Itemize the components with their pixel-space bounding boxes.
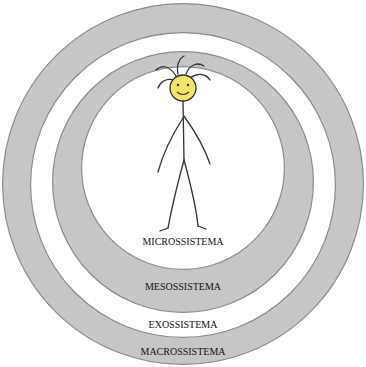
system-band: MACROSSISTEMA EXOSSISTEMA MESOSSISTEMA MICR… (2, 3, 364, 365)
ring-outline (31, 33, 336, 338)
band-label-box: MACROSSISTEMA (2, 346, 364, 358)
ring-outline (3, 4, 364, 365)
system-band: MICROSSISTEMA (81, 66, 285, 270)
system-label: MICROSSISTEMA (142, 236, 223, 247)
system-band: MESOSSISTEMA MICROSSISTEMA (52, 51, 314, 313)
ring-outline (53, 52, 314, 313)
system-band: EXOSSISTEMA MESOSSISTEMA MICROSSISTEMA (30, 32, 336, 338)
band-label-box: MESOSSISTEMA (52, 281, 314, 293)
ring-outline (82, 67, 285, 270)
system-label: MACROSSISTEMA (140, 346, 225, 357)
system-label: MESOSSISTEMA (145, 281, 221, 292)
system-label: EXOSSISTEMA (149, 319, 218, 330)
band-label-box: EXOSSISTEMA (30, 319, 336, 331)
band-label-box: MICROSSISTEMA (81, 236, 285, 248)
